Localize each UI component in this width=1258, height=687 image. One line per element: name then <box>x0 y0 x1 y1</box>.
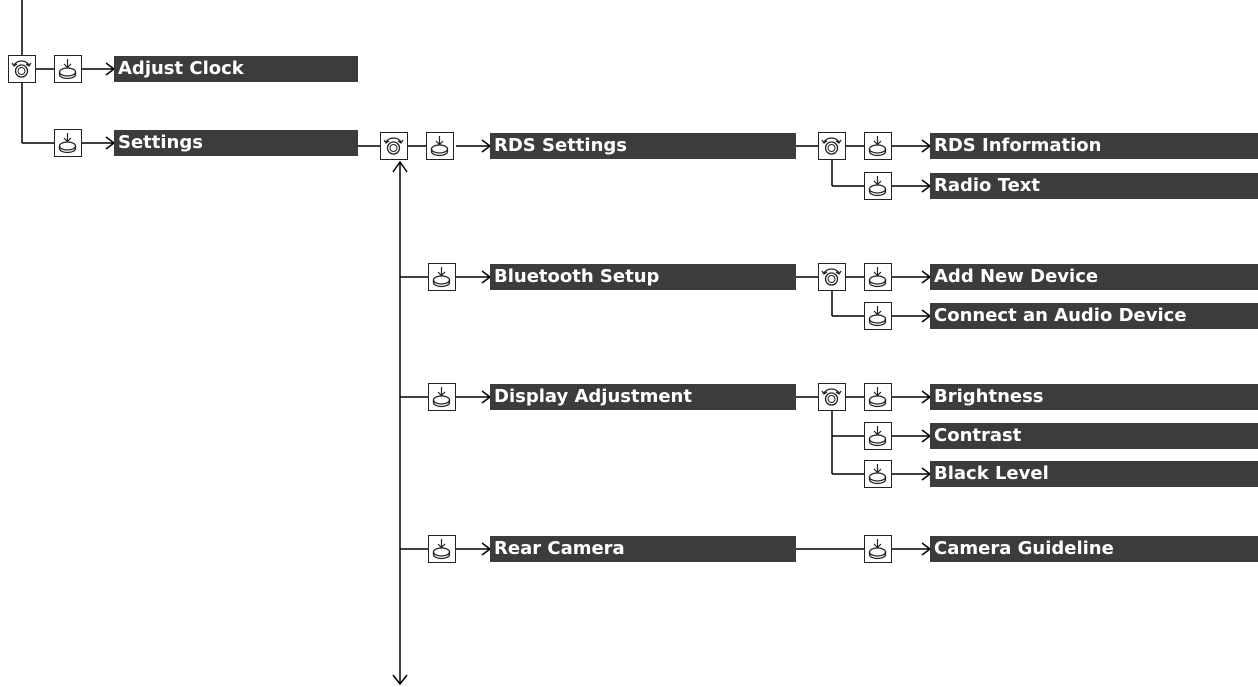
menu-item-bluetooth-setup[interactable]: Bluetooth Setup <box>490 264 796 290</box>
menu-item-camera-guideline[interactable]: Camera Guideline <box>930 536 1258 562</box>
press-knob-icon <box>54 55 82 83</box>
rotate-knob-icon <box>818 383 846 411</box>
press-knob-icon <box>428 383 456 411</box>
press-knob-icon <box>864 132 892 160</box>
press-knob-icon <box>864 302 892 330</box>
rotate-knob-icon <box>8 55 36 83</box>
menu-item-adjust-clock[interactable]: Adjust Clock <box>114 56 358 82</box>
menu-item-add-new-device[interactable]: Add New Device <box>930 264 1258 290</box>
press-knob-icon <box>54 129 82 157</box>
menu-item-settings[interactable]: Settings <box>114 130 358 156</box>
menu-item-brightness[interactable]: Brightness <box>930 384 1258 410</box>
menu-item-rds-information[interactable]: RDS Information <box>930 133 1258 159</box>
press-knob-icon <box>864 460 892 488</box>
press-knob-icon <box>426 132 454 160</box>
rotate-knob-icon <box>818 132 846 160</box>
press-knob-icon <box>428 263 456 291</box>
menu-item-rds-settings[interactable]: RDS Settings <box>490 133 796 159</box>
press-knob-icon <box>864 263 892 291</box>
menu-item-display-adjustment[interactable]: Display Adjustment <box>490 384 796 410</box>
menu-item-black-level[interactable]: Black Level <box>930 461 1258 487</box>
rotate-knob-icon <box>818 263 846 291</box>
press-knob-icon <box>428 535 456 563</box>
menu-item-rear-camera[interactable]: Rear Camera <box>490 536 796 562</box>
menu-item-radio-text[interactable]: Radio Text <box>930 173 1258 199</box>
rotate-knob-icon <box>380 132 408 160</box>
press-knob-icon <box>864 383 892 411</box>
press-knob-icon <box>864 172 892 200</box>
menu-item-contrast[interactable]: Contrast <box>930 423 1258 449</box>
press-knob-icon <box>864 535 892 563</box>
menu-item-connect-audio-device[interactable]: Connect an Audio Device <box>930 303 1258 329</box>
press-knob-icon <box>864 422 892 450</box>
